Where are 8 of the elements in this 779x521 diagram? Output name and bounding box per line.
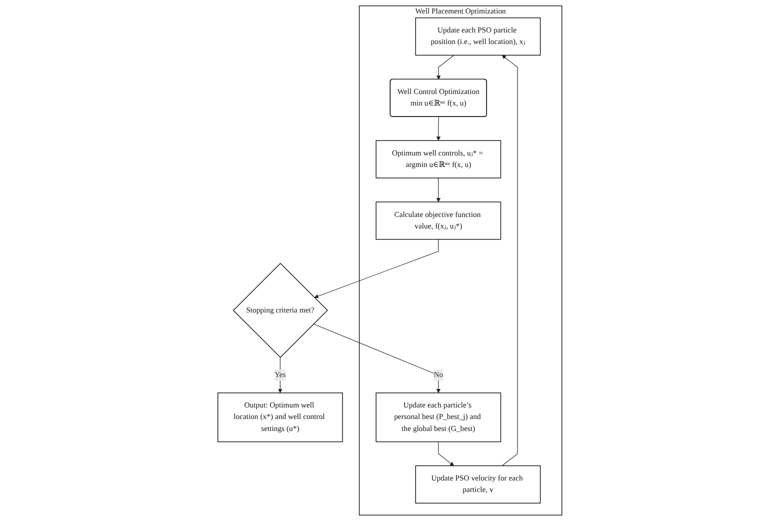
arrow — [436, 116, 440, 141]
arrow — [436, 178, 440, 202]
arrow — [501, 55, 518, 466]
arrow — [436, 54, 454, 80]
arrow — [314, 239, 438, 298]
arrow — [438, 442, 454, 466]
arrow — [312, 324, 440, 394]
arrow — [278, 357, 282, 394]
